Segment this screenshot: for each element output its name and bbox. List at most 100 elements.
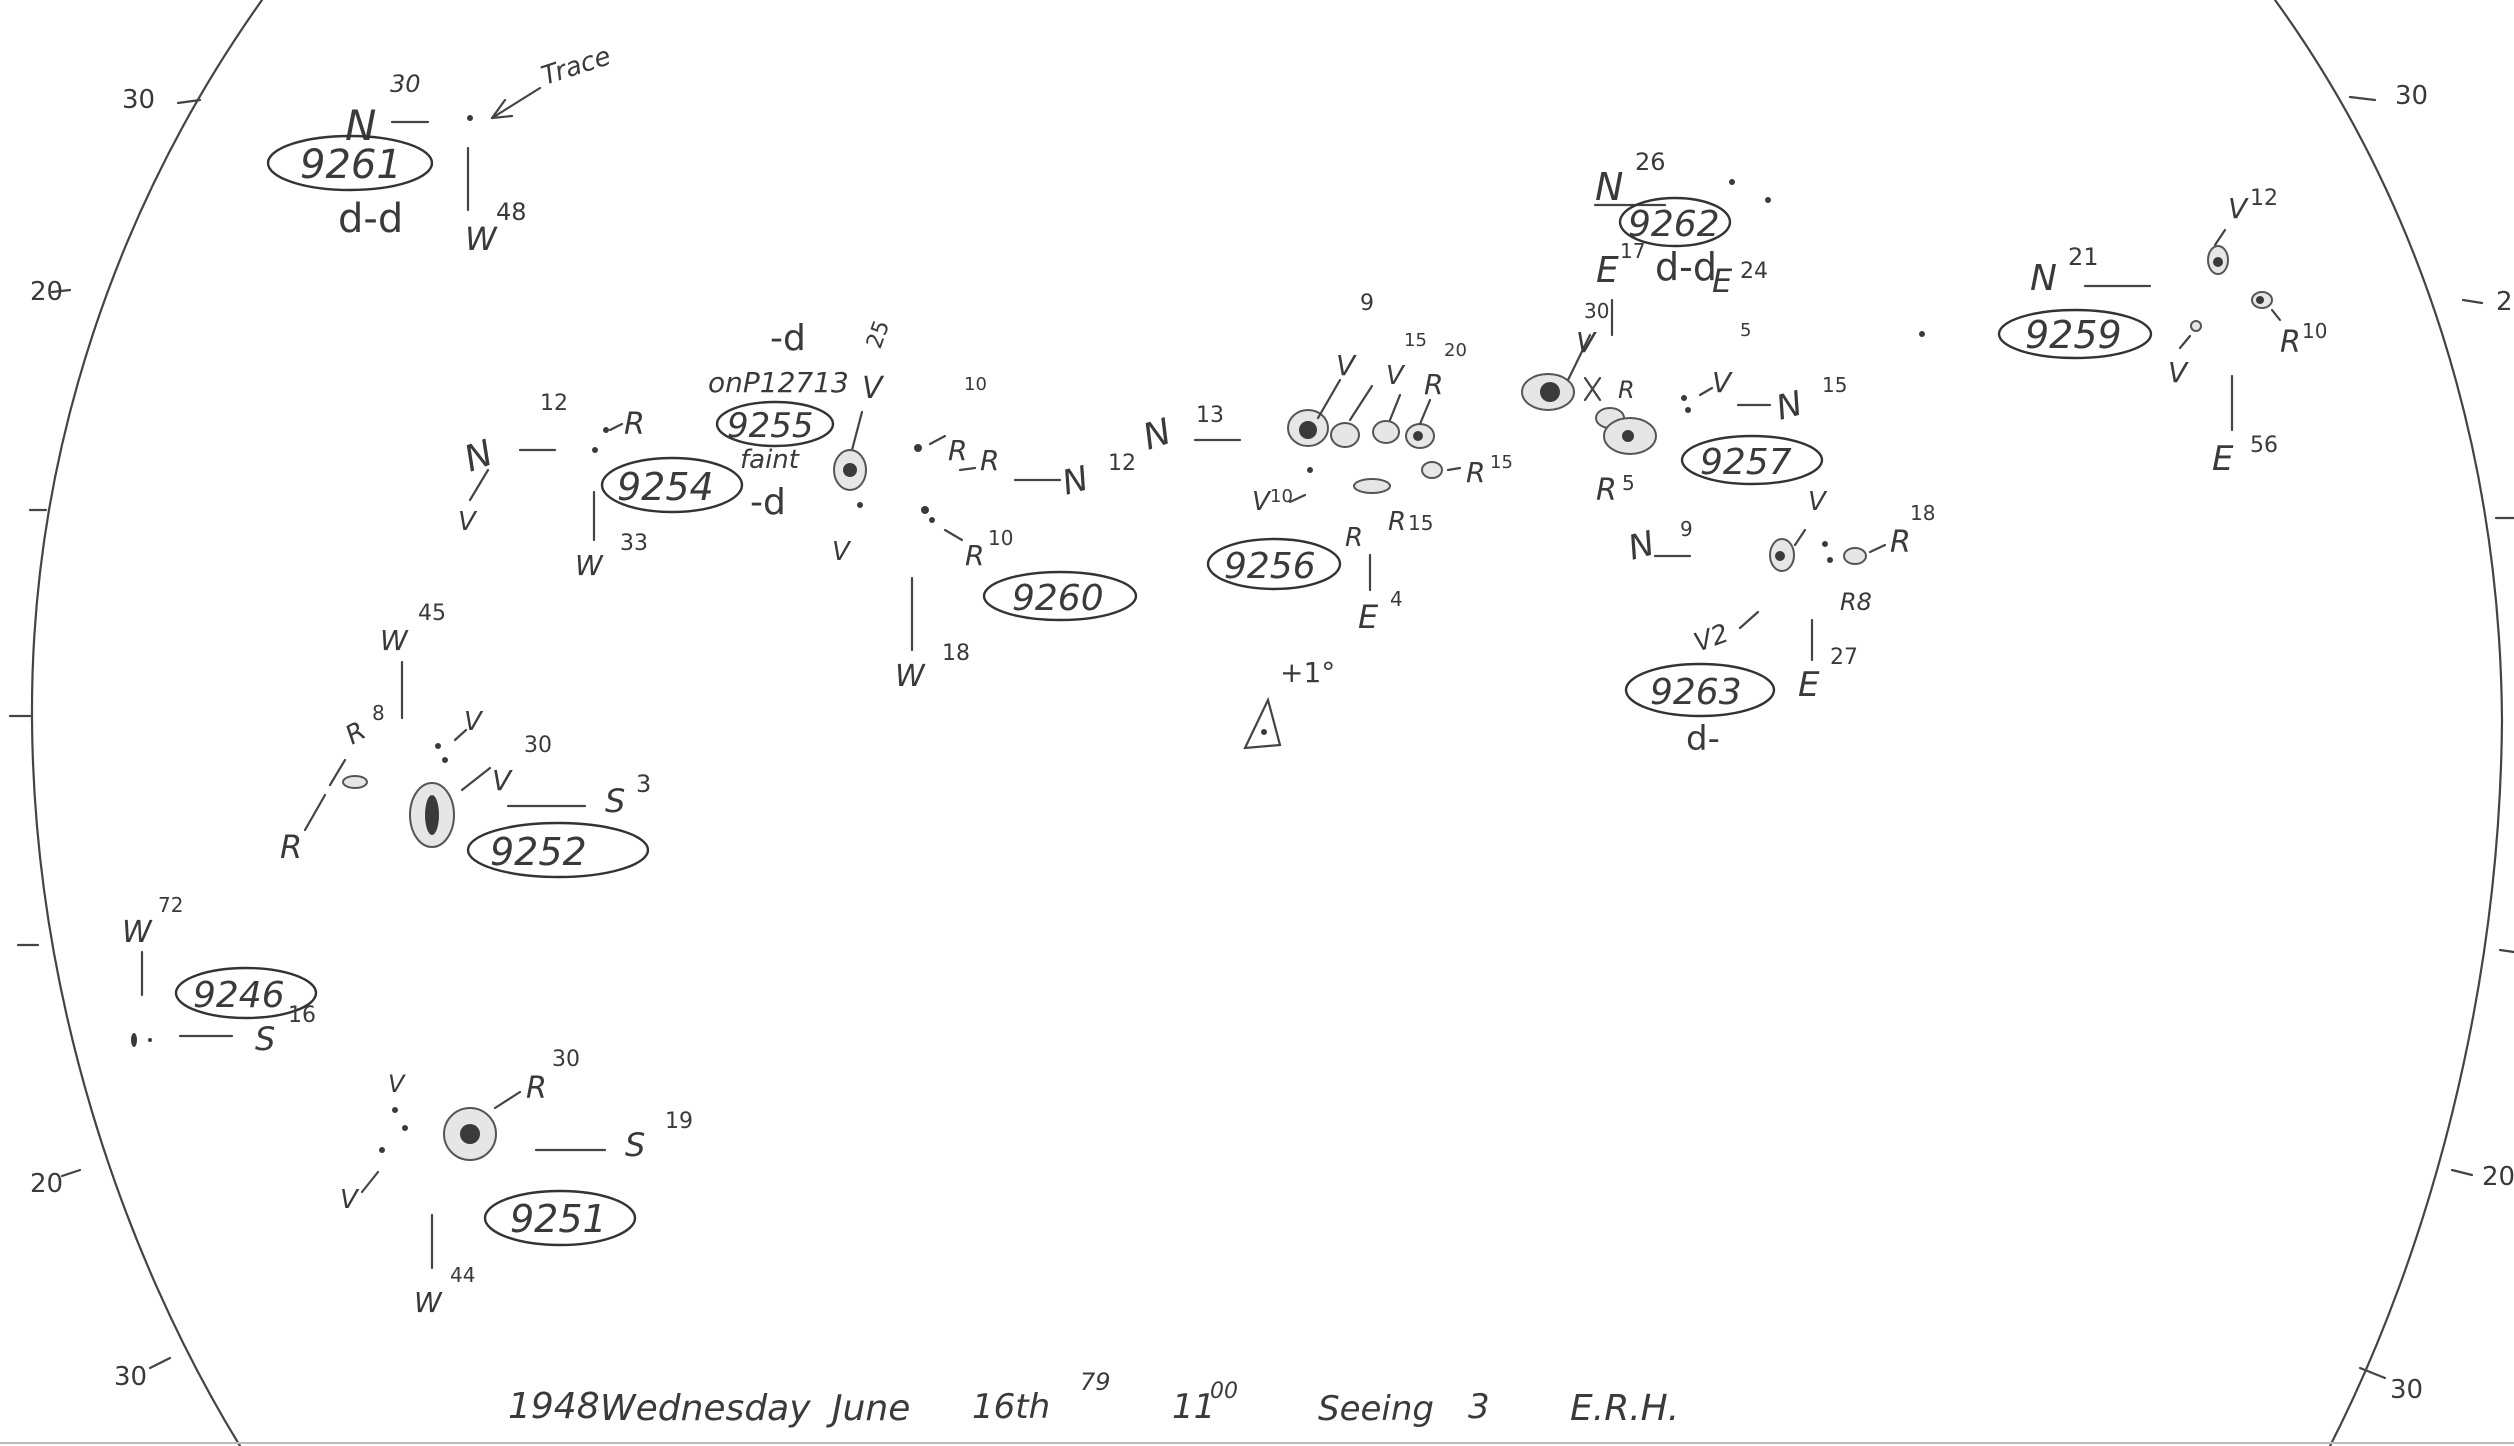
region-9256: N 13 V 9 V 15 R 20 R 15 V 10 R R 15 9256…	[1138, 291, 1513, 750]
region-9262-class: d-d	[1655, 245, 1717, 289]
region-number: 9251	[510, 1197, 607, 1241]
region-9257-v5-sup: 5	[1740, 320, 1751, 341]
region-number: 9261	[300, 142, 402, 188]
region-9246-w-label: W	[122, 915, 153, 950]
region-9251-v-upper: V	[388, 1070, 406, 1098]
region-9260-w-sup: 18	[942, 641, 970, 666]
lat-tick-left-30s: 30	[114, 1362, 147, 1392]
region-9263-v-label: V	[1808, 487, 1828, 517]
region-9254-w-sup: 33	[620, 531, 648, 556]
region-9256-e-label: E	[1358, 598, 1379, 636]
region-number: 9262	[1628, 204, 1720, 245]
lat-tick-right-30n: 30	[2395, 81, 2428, 111]
region-9251-s-label: S	[625, 1126, 645, 1164]
solar-disk-limb-left	[30, 0, 264, 1446]
region-9261-n-sup: 30	[390, 70, 421, 98]
footer-day-number: 79	[1080, 1368, 1111, 1396]
region-9256-v2-sup: 15	[1404, 330, 1427, 351]
spot	[1421, 461, 1443, 479]
trace-note: Trace	[538, 41, 615, 91]
footer-day: Wednesday	[600, 1388, 811, 1429]
region-9259: N 21 9259 V 12 R 10 V E 56	[1919, 186, 2327, 479]
region-9260-r-upper-sup: 10	[964, 374, 987, 395]
region-number-oval	[600, 456, 744, 514]
spot	[1372, 420, 1400, 444]
region-9261-class: d-d	[338, 196, 403, 242]
region-9263-n-sup: 9	[1680, 517, 1693, 541]
region-number-oval	[266, 134, 434, 192]
region-9263-v2: V2	[1690, 619, 1733, 659]
region-number: 9255	[727, 406, 814, 446]
region-9256-r3: R	[1345, 523, 1363, 553]
footer-date: 16th	[972, 1387, 1050, 1427]
region-9252-r-sup: 8	[372, 701, 385, 725]
region-9256-n-sup: 13	[1196, 403, 1224, 428]
region-9256-v1-sup: 9	[1360, 291, 1374, 316]
region-9260-n-sup: 12	[1108, 451, 1136, 476]
latitude-scale-left: 30 20 20 30	[8, 85, 202, 1392]
lat-tick-left-20n: 20	[30, 277, 63, 307]
region-9254-class: -d	[750, 482, 786, 523]
region-9251-w-label: W	[414, 1286, 443, 1319]
spot	[342, 775, 368, 789]
region-9262-e1-label: E	[1596, 250, 1619, 291]
region-number: 9252	[490, 830, 587, 874]
region-9263-class: d-	[1686, 719, 1720, 759]
region-9252-s-label: S	[605, 782, 625, 820]
footer-month: June	[826, 1388, 910, 1429]
region-9252-s-sup: 3	[636, 770, 651, 798]
region-9260: R 10 R N 12 R 10 V 9260 W 18	[832, 374, 1138, 694]
region-9261-w-label: W	[465, 220, 498, 258]
region-9261-w-sup: 48	[496, 198, 527, 226]
lat-tick-left-30n: 30	[122, 85, 155, 115]
region-9260-r-lower: R	[965, 539, 984, 572]
latitude-scale-right: 30 2 20 30	[2348, 81, 2514, 1405]
region-9254-w-label: W	[575, 549, 604, 582]
region-9257-r5-sup: 5	[1622, 471, 1635, 495]
region-number: 9260	[1012, 578, 1104, 619]
footer-observer: E.R.H.	[1570, 1388, 1679, 1429]
region-number-oval	[715, 400, 835, 448]
region-9252-v-upper: V	[464, 707, 484, 737]
region-9259-v-sup: 12	[2250, 186, 2278, 211]
region-9263-r8: R8	[1840, 588, 1872, 616]
triangle-marker	[1243, 696, 1282, 750]
lat-tick-left-20s: 20	[30, 1169, 63, 1199]
region-9254-n-sup: 12	[540, 391, 568, 416]
region-9262-n-sup: 26	[1635, 148, 1666, 176]
region-9261: N 30 Trace 9261 d-d W 48	[266, 41, 615, 258]
region-9251-v-lower: V	[340, 1185, 360, 1215]
region-number: 9256	[1224, 546, 1316, 587]
region-number-oval	[982, 570, 1138, 622]
region-number-oval	[483, 1189, 637, 1247]
region-number-oval	[1618, 196, 1732, 248]
region-9252-w-label: W	[380, 624, 409, 657]
region-9260-r-lower-sup: 10	[988, 526, 1013, 550]
region-9257-v-small: V	[1712, 366, 1733, 399]
footer-seeing-value: 3	[1468, 1387, 1490, 1427]
region-9259-r-label: R	[2280, 325, 2301, 360]
region-9259-v-label: V	[2228, 192, 2249, 225]
region-9255-note-top: -d	[770, 318, 806, 359]
region-9257-n-label: N	[1772, 383, 1807, 428]
region-9256-e-sup: 4	[1390, 587, 1403, 611]
region-9257-n-sup: 15	[1822, 373, 1847, 397]
region-9262-e2-label: E	[1712, 262, 1733, 300]
region-9260-w-label: W	[895, 659, 926, 694]
region-9246-s-sup: 16	[288, 1003, 316, 1028]
region-9260-r-mid: R	[980, 444, 999, 477]
region-number: 9254	[617, 465, 714, 509]
spot	[1353, 478, 1391, 494]
region-9257-r-label: R	[1618, 376, 1635, 404]
region-9263: N 9 V R 18 R8 V2 E 27 9263 d-	[1624, 487, 1935, 759]
solar-disk-limb-right	[2273, 0, 2504, 1446]
region-number-oval	[1206, 537, 1342, 591]
region-9251-w-sup: 44	[450, 1263, 475, 1287]
region-9251-r-sup: 30	[552, 1047, 580, 1072]
region-9256-v10-sup: 10	[1270, 486, 1293, 507]
region-9263-r-sup: 18	[1910, 501, 1935, 525]
region-9259-e-sup: 56	[2250, 433, 2278, 458]
region-9259-r-sup: 10	[2302, 319, 2327, 343]
region-number-oval	[1624, 662, 1776, 718]
